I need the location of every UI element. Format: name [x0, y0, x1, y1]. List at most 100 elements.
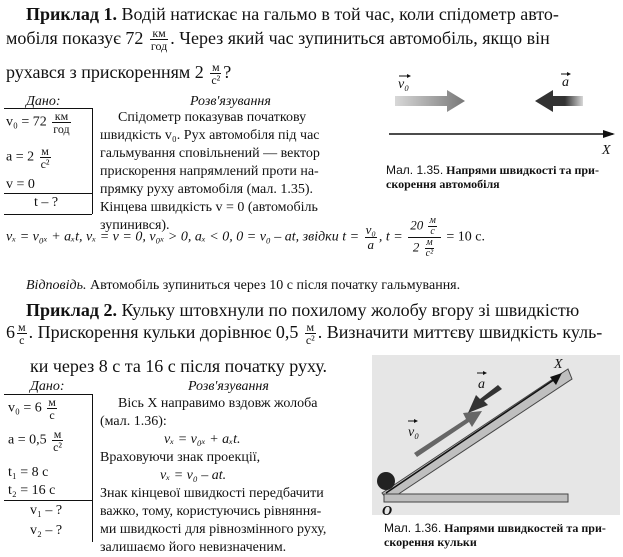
ex1-given-bottomline	[4, 214, 92, 215]
ex1-solution: Спідометр показував початкову швидкість …	[100, 109, 382, 235]
ex1-given-topline	[4, 108, 92, 109]
ex1-line1: Приклад 1. Водій натискає на гальмо в то…	[6, 0, 618, 28]
ex2-line2-a: 6	[6, 322, 15, 342]
solution-line: швидкість v₀. Рух автомобіля під час	[100, 128, 320, 143]
fig-1-35-x-label: X	[602, 143, 611, 158]
caption-bold: Напрями швидкостей та при-	[444, 521, 606, 535]
given-a-label: a = 0,5	[8, 432, 47, 448]
frac-num: v₀	[364, 222, 377, 238]
caption-label: Мал. 1.35.	[386, 163, 444, 177]
x-axis-line	[385, 376, 559, 494]
ex2-solution: Вісь X направимо вздовж жолоба (мал. 1.3…	[100, 395, 370, 557]
frac-num: м	[428, 215, 437, 227]
frac-den: с²	[211, 73, 221, 88]
solution-line: залишаємо його невизначеним.	[100, 540, 287, 555]
formula-part-b: , t =	[378, 229, 403, 245]
frac-num: м	[304, 320, 316, 335]
ex1-line3-b: ?	[223, 62, 232, 82]
ex2-given-title: Дано:	[30, 379, 65, 394]
frac-num: м	[47, 395, 57, 409]
ex1-solution-title: Розв'язування	[190, 94, 271, 109]
frac-den: с²	[40, 157, 50, 171]
fig-1-36-a-label: a	[478, 377, 485, 392]
frac-den: с	[49, 408, 55, 422]
solution-line: прискорення напрямлений проти на-	[100, 164, 319, 179]
ex2-given-q2: v₂ – ?	[30, 523, 63, 538]
frac-den: с²	[53, 440, 63, 454]
ex2-line3: ки через 8 с та 16 с після початку руху.	[30, 356, 328, 376]
fig-1-36-v0-label: v₀	[408, 425, 420, 440]
ex2-given-t1: t₁ = 8 с	[8, 465, 49, 480]
solution-line: Спідометр показував початкову	[118, 110, 307, 125]
fig-1-35	[389, 72, 615, 138]
answer-label: Відповідь.	[26, 278, 87, 293]
solution-line: Знак кінцевої швидкості передбачити	[100, 486, 324, 501]
fig-1-36-o-label: O	[382, 504, 393, 519]
caption-bold-2: скорення автомобіля	[386, 177, 500, 191]
solution-line: важко, тому, користуючись рівняння-	[100, 504, 322, 519]
solution-line: зупинився).	[100, 218, 170, 233]
caption-bold-2: скорення кульки	[384, 535, 477, 549]
ex2-given-q1: v₁ – ?	[30, 503, 63, 518]
ex2-solution-title: Розв'язування	[188, 379, 269, 394]
solution-line: Враховуючи знак проекції,	[100, 450, 261, 465]
frac-num: м	[210, 60, 222, 75]
frac-num: м	[17, 320, 27, 335]
frac-den: год	[150, 39, 168, 54]
ex2-line1-text: Кульку штовхнули по похилому жолобу вгор…	[121, 300, 580, 320]
velocity-arrow	[395, 90, 465, 112]
big-den: 2	[412, 239, 420, 255]
ex2-heading: Приклад 2.	[26, 300, 117, 320]
ball	[377, 472, 395, 490]
solution-line: Вісь X направимо вздовж жолоба	[118, 396, 318, 411]
ex1-line1-text: Водій натискає на гальмо в той час, коли…	[121, 4, 559, 24]
fig-1-36-x-label: X	[554, 357, 563, 372]
solution-line: прямку руху автомобіля (мал. 1.35).	[100, 182, 314, 197]
fig-1-35-caption: Мал. 1.35. Напрями швидкості та при- ско…	[386, 163, 621, 191]
frac-den: с	[430, 226, 435, 237]
fig-1-36-caption: Мал. 1.36. Напрями швидкостей та при- ск…	[384, 521, 620, 549]
fig-background	[372, 355, 620, 515]
ex1-given-title: Дано:	[26, 94, 61, 109]
ex2-given-divider	[4, 500, 92, 501]
ex2-line1: Приклад 2. Кульку штовхнули по похилому …	[6, 296, 618, 324]
formula-part-a: vₓ = v₀ₓ + aₓt, vₓ = v = 0, v₀ₓ > 0, aₓ …	[6, 229, 360, 245]
ex1-line3-a: рухався з прискоренням 2	[6, 62, 204, 82]
frac-den: с	[19, 333, 25, 348]
solution-line: гальмування сповільнений — вектор	[100, 146, 320, 161]
fig-1-36	[372, 355, 620, 515]
fig-1-35-a-label: a	[562, 75, 569, 90]
caption-bold: Напрями швидкості та при-	[446, 163, 599, 177]
ex2-given-vline	[92, 394, 93, 542]
ex2-given-t2: t₂ = 16 с	[8, 483, 56, 498]
solution-line: (мал. 1.36):	[100, 414, 167, 429]
ground-rail	[383, 493, 569, 503]
x-axis-arrowhead	[550, 373, 562, 385]
ex1-line2-b: . Через який час зупиниться автомобіль, …	[170, 28, 550, 48]
frac-num: км	[149, 27, 169, 41]
given-v0-label: v₀ = 72	[6, 114, 47, 130]
frac-den: с²	[425, 248, 434, 259]
ex1-heading: Приклад 1.	[26, 4, 117, 24]
given-v0-label: v₀ = 6	[8, 400, 42, 416]
x-axis-arrowhead	[603, 130, 615, 138]
acceleration-arrow	[468, 385, 502, 413]
given-a-label: a = 2	[6, 149, 35, 165]
velocity-arrow	[414, 411, 482, 457]
frac-num: м	[424, 237, 435, 249]
frac-num: м	[39, 144, 51, 158]
